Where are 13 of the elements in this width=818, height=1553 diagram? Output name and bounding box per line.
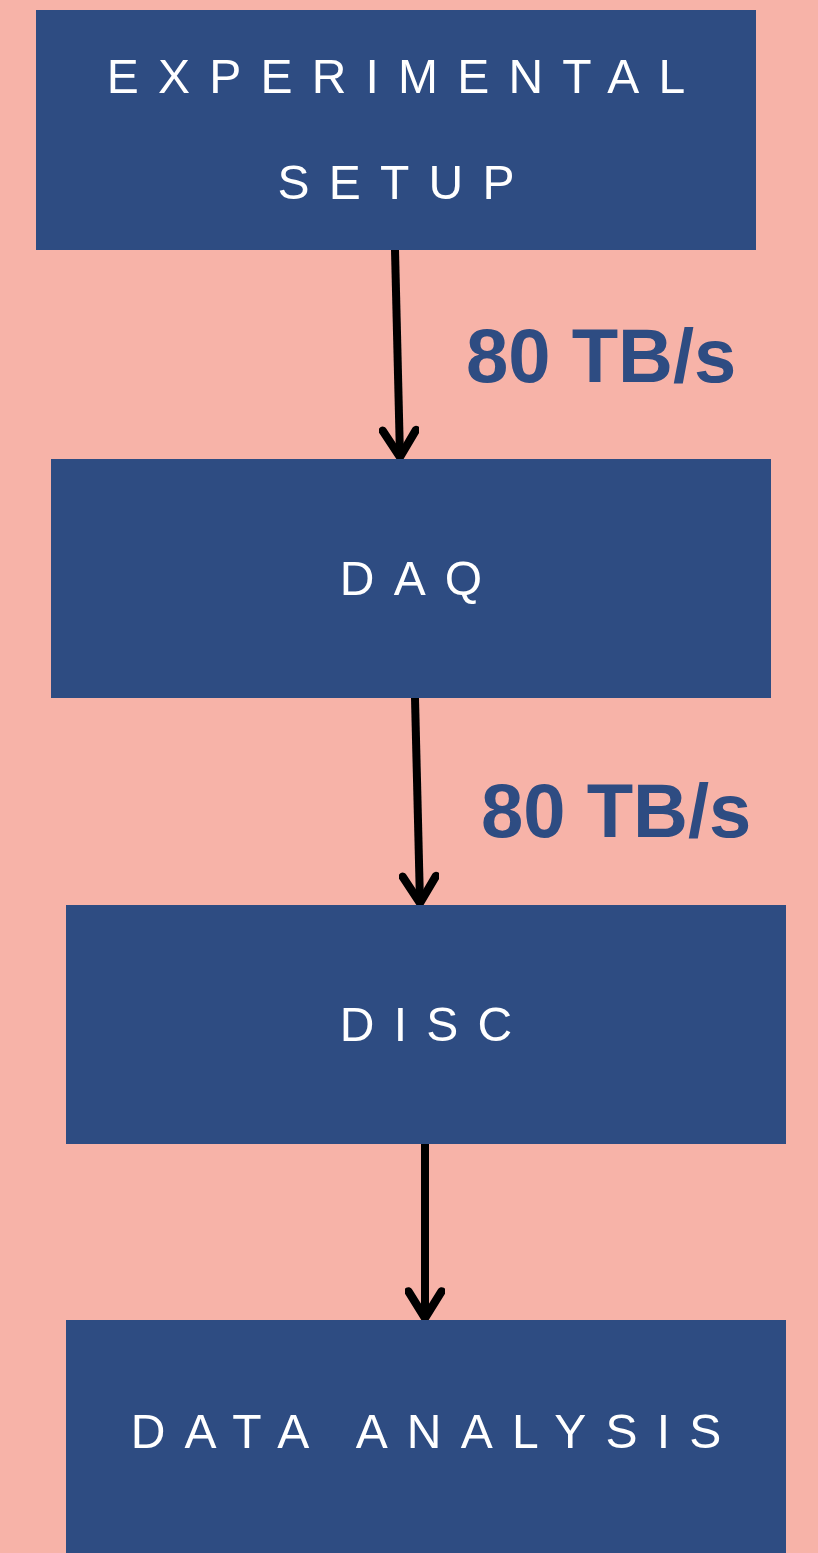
box-label: DATA ANALYSIS — [129, 1403, 741, 1460]
process-box — [51, 459, 771, 698]
process-box — [36, 10, 756, 250]
box-label: DAQ — [338, 550, 502, 607]
box-label: DISC — [338, 996, 532, 1053]
edge-label: 80 TB/s — [481, 773, 752, 849]
arrow — [404, 1144, 446, 1323]
arrow — [378, 249, 421, 462]
arrow — [398, 697, 441, 908]
process-box — [66, 905, 786, 1144]
box-label: EXPERIMENTAL SETUP — [105, 49, 706, 211]
edge-label: 80 TB/s — [466, 318, 737, 394]
process-box — [66, 1320, 786, 1553]
